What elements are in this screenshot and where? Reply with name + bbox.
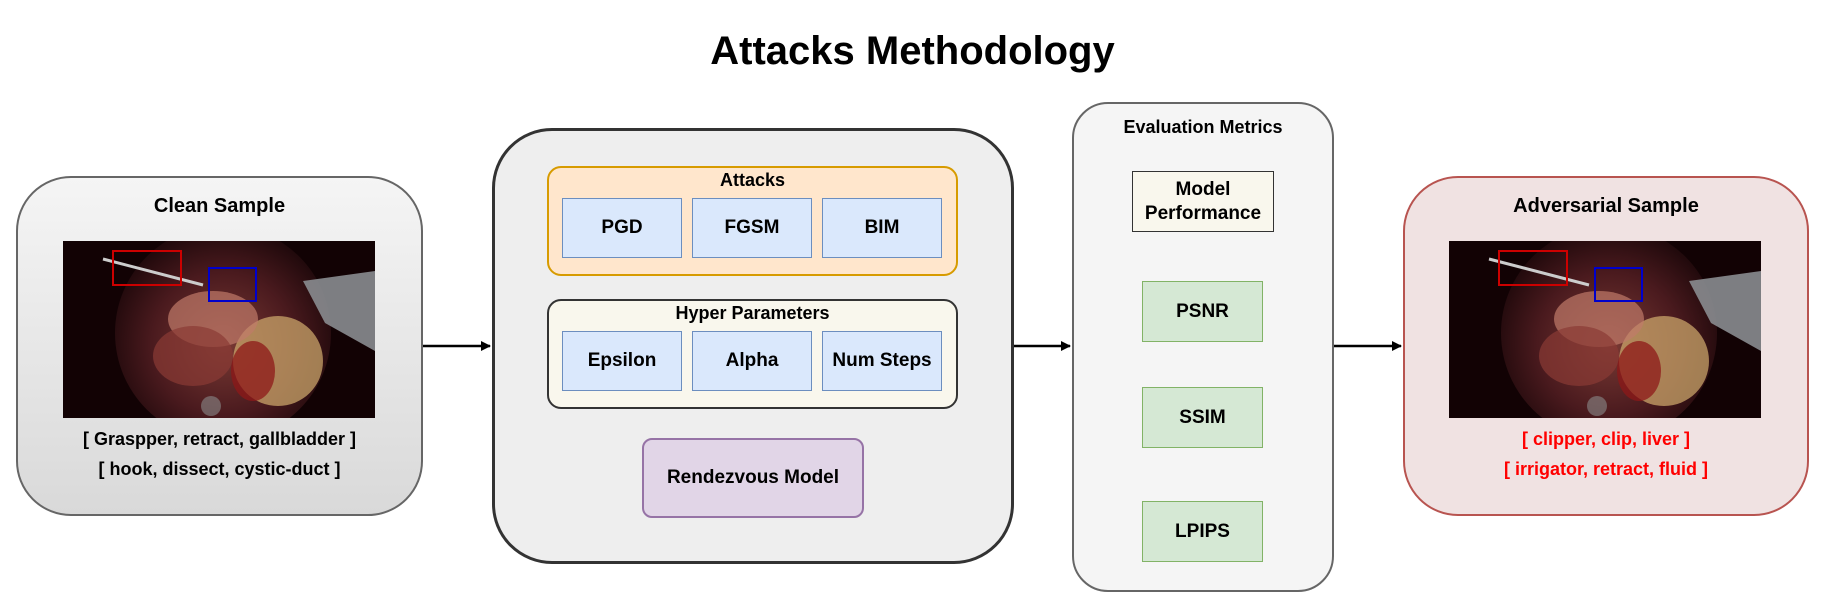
param-alpha: Alpha: [692, 331, 812, 391]
adversarial-surgical-image: [1449, 241, 1761, 418]
clean-sample-title: Clean Sample: [153, 194, 286, 217]
rendezvous-model: Rendezvous Model: [642, 438, 864, 518]
clean-label-1: [ Graspper, retract, gallbladder ]: [82, 428, 357, 449]
diagram-title: Attacks Methodology: [710, 28, 1115, 73]
model-performance-box: Model Performance: [1132, 171, 1274, 232]
attack-fgsm: FGSM: [692, 198, 812, 258]
metric-psnr: PSNR: [1142, 281, 1263, 342]
param-epsilon: Epsilon: [562, 331, 682, 391]
model-performance-line1: Model: [1175, 178, 1231, 200]
adversarial-label-2: [ irrigator, retract, fluid ]: [1503, 458, 1709, 479]
clean-surgical-image: [63, 241, 375, 418]
evaluation-metrics-title: Evaluation Metrics: [1123, 116, 1283, 137]
adversarial-label-1: [ clipper, clip, liver ]: [1521, 428, 1691, 449]
attack-pgd: PGD: [562, 198, 682, 258]
clean-label-2: [ hook, dissect, cystic-duct ]: [98, 458, 341, 479]
attacks-title: Attacks: [719, 169, 786, 190]
hyper-parameters-title: Hyper Parameters: [675, 302, 830, 323]
attack-bim: BIM: [822, 198, 942, 258]
param-num-steps: Num Steps: [822, 331, 942, 391]
metric-ssim: SSIM: [1142, 387, 1263, 448]
metric-lpips: LPIPS: [1142, 501, 1263, 562]
adversarial-sample-title: Adversarial Sample: [1513, 194, 1699, 217]
model-performance-line2: Performance: [1144, 202, 1262, 224]
